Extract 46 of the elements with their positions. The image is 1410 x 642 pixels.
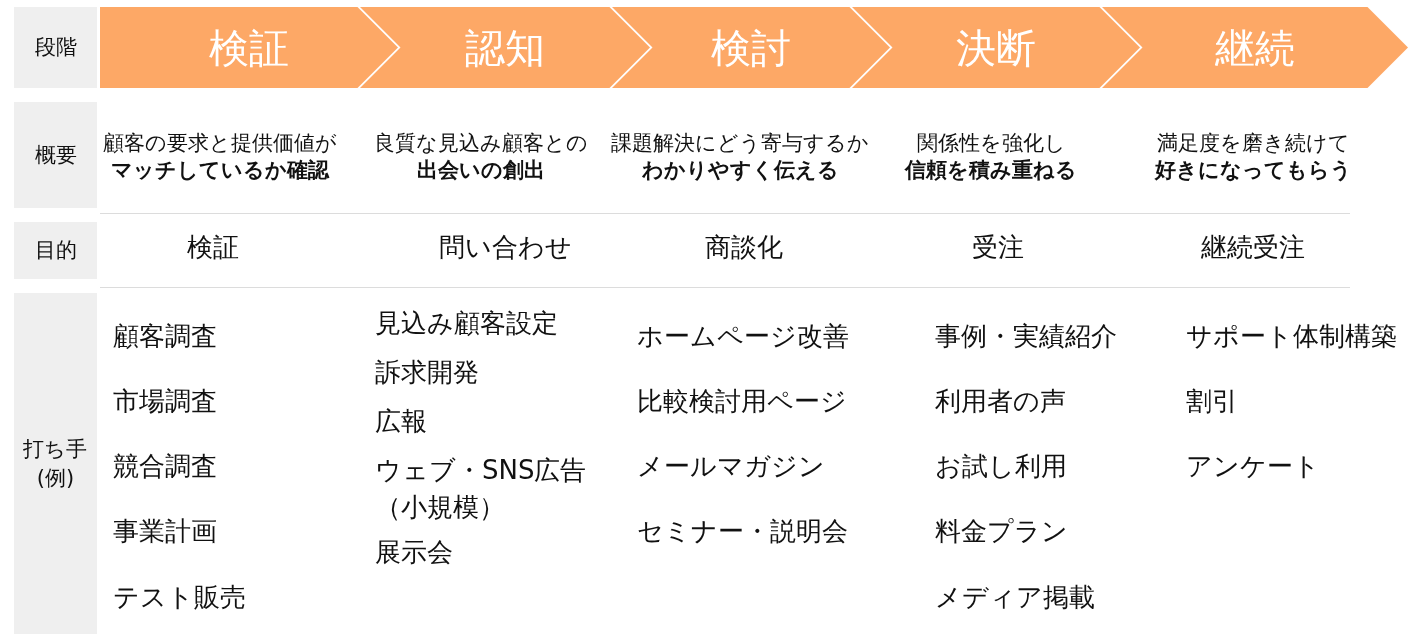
overview-text: 良質な見込み顧客との出会いの創出 (374, 129, 588, 184)
action-item: メールマガジン (637, 449, 825, 483)
action-item: 広報 (375, 404, 427, 438)
action-item: メディア掲載 (935, 580, 1095, 614)
chevron-step (852, 7, 1140, 88)
purpose-text: 検証 (187, 231, 239, 264)
purpose-text: 問い合わせ (438, 231, 572, 264)
action-item: 競合調査 (113, 449, 217, 483)
action-item: 利用者の声 (935, 384, 1066, 418)
action-item: 割引 (1186, 384, 1238, 418)
chevron-step (612, 7, 890, 88)
overview-text: 関係性を強化し信頼を積み重ねる (905, 129, 1077, 184)
chevron-step (1102, 7, 1408, 88)
row-header-text: 目的 (34, 237, 77, 265)
action-item: 見込み顧客設定 (375, 306, 558, 340)
step-label: 検討 (711, 23, 791, 72)
step-label: 継続 (1215, 23, 1295, 72)
action-item: 比較検討用ページ (637, 384, 847, 418)
action-item: サポート体制構築 (1186, 319, 1397, 353)
action-item: 事例・実績紹介 (935, 319, 1117, 353)
step-label: 検証 (209, 23, 289, 72)
action-item: 顧客調査 (113, 319, 217, 353)
action-item: テスト販売 (113, 580, 246, 614)
action-item: ウェブ・SNS広告（小規模） (375, 453, 588, 524)
step-label: 認知 (465, 23, 545, 72)
chevron-step (100, 7, 398, 88)
purpose-text: 商談化 (705, 231, 783, 264)
chevron-step (360, 7, 650, 88)
action-item: 展示会 (375, 535, 453, 569)
action-item: 市場調査 (113, 384, 217, 418)
purpose-text: 継続受注 (1201, 231, 1305, 264)
overview-text: 顧客の要求と提供価値がマッチしているか確認 (103, 129, 337, 184)
action-item: ホームページ改善 (637, 319, 849, 353)
row-header-text: 概要 (34, 141, 77, 169)
action-item: アンケート (1186, 449, 1320, 483)
row-header-text: 打ち手(例) (22, 436, 89, 492)
purpose-text: 受注 (972, 231, 1024, 264)
action-item: セミナー・説明会 (637, 514, 848, 548)
action-item: 訴求開発 (375, 355, 479, 389)
row-header-text: 段階 (34, 34, 77, 62)
step-label: 決断 (956, 23, 1036, 72)
action-item: 料金プラン (935, 514, 1068, 548)
overview-text: 満足度を磨き続けて好きになってもらう (1154, 129, 1352, 184)
action-item: 事業計画 (113, 514, 217, 548)
overview-text: 課題解決にどう寄与するかわかりやすく伝える (611, 129, 869, 184)
action-item: お試し利用 (935, 449, 1067, 483)
